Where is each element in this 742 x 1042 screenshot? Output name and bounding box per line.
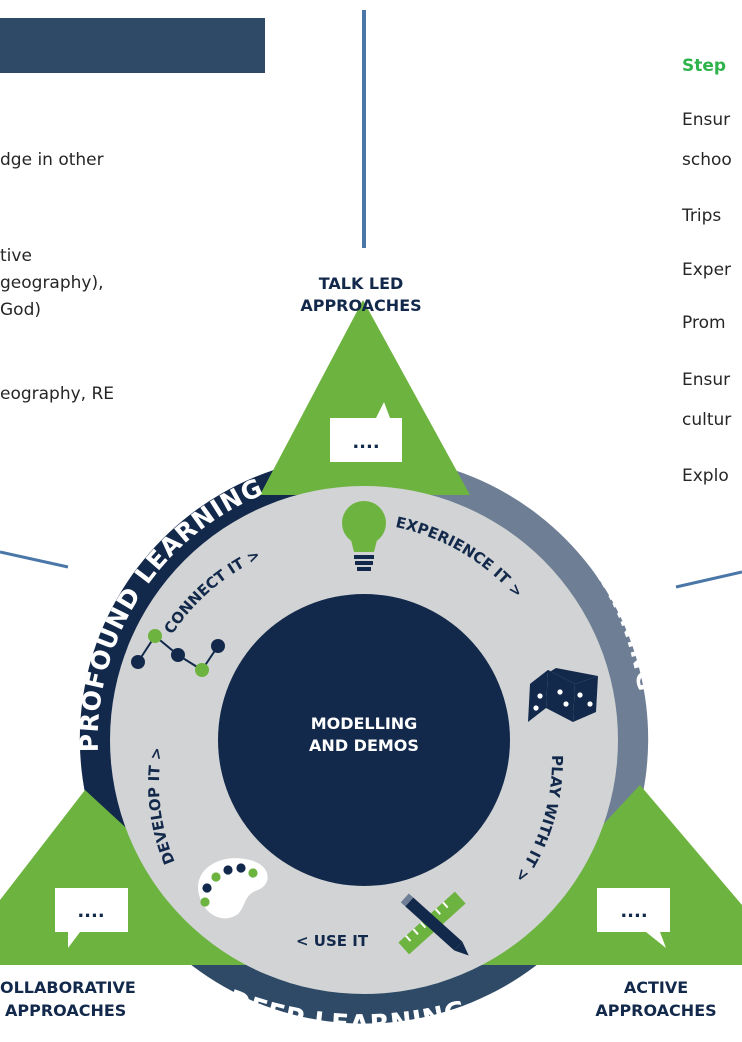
palette-icon — [198, 858, 268, 919]
network-nodes-icon — [131, 629, 225, 677]
right-connector-line — [675, 570, 742, 589]
left-text-line-3: geography), — [0, 273, 104, 293]
svg-text:....: .... — [620, 901, 647, 922]
dice-icon — [528, 668, 598, 722]
right-text-line-6: Ensur — [682, 370, 731, 390]
collaborative-label-line-2: APPROACHES — [5, 1001, 126, 1020]
right-text-line-1: Ensur — [682, 110, 731, 130]
active-label-line-1: ACTIVE — [624, 978, 688, 997]
right-text-line-8: Explo — [682, 466, 729, 486]
pencil-ruler-icon — [398, 891, 469, 956]
right-text-line-5: Prom — [682, 313, 726, 333]
talk-led-triangle — [260, 300, 470, 495]
talk-led-label-line-2: APPROACHES — [300, 296, 421, 315]
lightbulb-icon — [342, 501, 386, 571]
left-text-line-5: eography, RE — [0, 384, 115, 404]
speech-bubble-icon: .... — [597, 888, 670, 948]
speech-bubble-icon: .... — [330, 402, 402, 462]
right-text-line-4: Exper — [682, 260, 732, 280]
use-it-label: < USE IT — [296, 932, 369, 950]
right-text-line-2: schoo — [682, 150, 732, 170]
speech-bubble-icon: .... — [55, 888, 128, 948]
center-circle — [218, 594, 510, 886]
step-heading: Step — [682, 56, 727, 76]
collaborative-label-line-1: OLLABORATIVE — [0, 978, 136, 997]
left-text-line-1: dge in other — [0, 150, 104, 170]
talk-led-label-line-1: TALK LED — [319, 274, 404, 293]
left-text-line-4: God) — [0, 300, 41, 320]
svg-text:....: .... — [352, 432, 379, 453]
center-line-2: AND DEMOS — [309, 736, 419, 755]
right-text-line-3: Trips — [682, 206, 722, 226]
right-text-line-7: cultur — [682, 410, 732, 430]
active-label-line-2: APPROACHES — [595, 1001, 716, 1020]
left-text-line-2: tive — [0, 246, 32, 266]
center-line-1: MODELLING — [311, 714, 418, 733]
left-connector-line — [0, 550, 69, 569]
svg-text:....: .... — [77, 901, 104, 922]
header-bar — [0, 18, 265, 73]
